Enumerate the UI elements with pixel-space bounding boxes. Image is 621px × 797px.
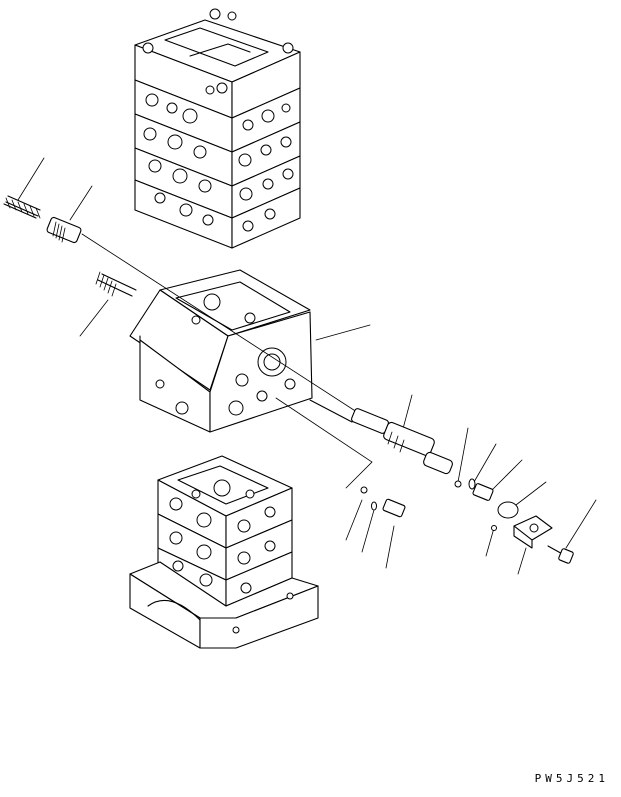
- o-ring-1: [454, 480, 462, 488]
- upper-section-1: [134, 79, 301, 153]
- spring-middle: [95, 271, 137, 297]
- small-ring: [371, 501, 377, 511]
- bolt-right: [547, 545, 574, 564]
- o-ring-2: [468, 478, 476, 490]
- plug-left: [46, 216, 82, 244]
- assembly-axis-line: [81, 233, 361, 415]
- lower-section-2: [157, 513, 293, 581]
- seal-disc: [497, 501, 519, 519]
- small-ball: [360, 486, 368, 494]
- upper-section-2: [134, 113, 301, 187]
- plug-right: [472, 483, 494, 501]
- lower-section-3: [157, 547, 293, 607]
- upper-section-3: [134, 147, 301, 219]
- lower-valve-stack: [129, 455, 319, 649]
- spring-left: [3, 195, 41, 219]
- small-plug: [382, 498, 406, 518]
- drawing-code: PW5J521: [534, 772, 609, 785]
- parts-guide-line: [275, 397, 373, 489]
- leader-lines: [17, 157, 597, 575]
- spool-assembly: [309, 399, 453, 475]
- base-plate: [129, 561, 319, 649]
- upper-section-4: [134, 179, 301, 249]
- cover-flange: [513, 515, 553, 549]
- center-valve-section: [129, 269, 313, 433]
- o-ring-3: [491, 525, 497, 531]
- upper-valve-stack: [134, 8, 301, 249]
